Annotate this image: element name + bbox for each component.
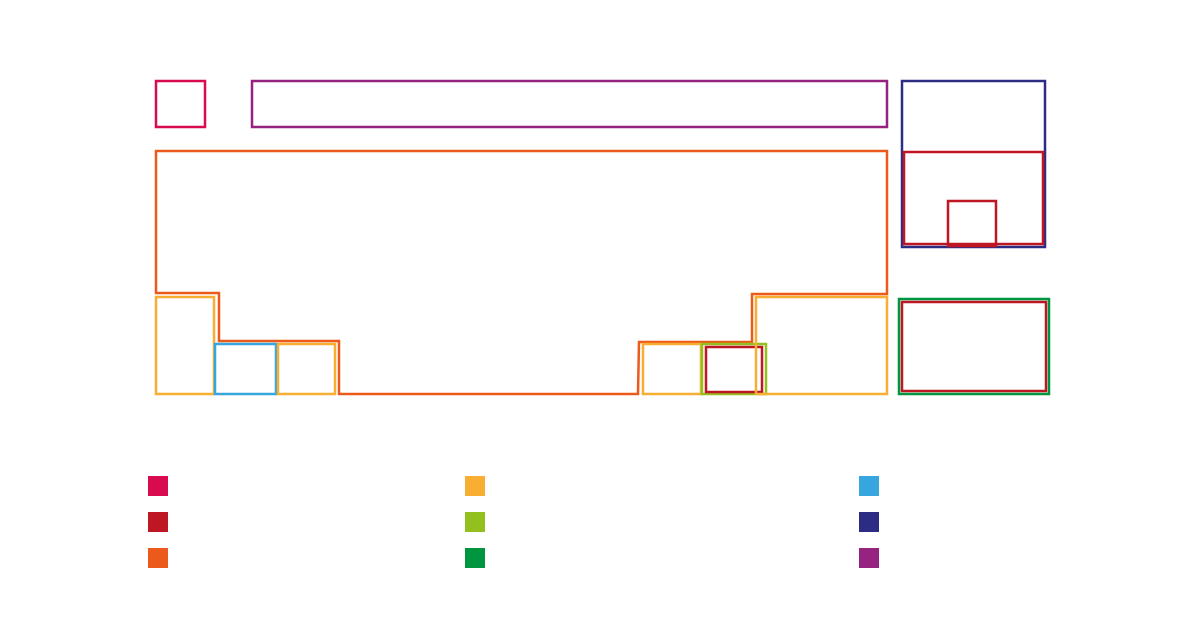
bottom-right-cell-amber — [641, 342, 703, 396]
right-bottom-outer-box — [897, 297, 1051, 396]
bottom-right-cell-lime — [700, 342, 768, 396]
bottom-right-cell-inner — [704, 345, 764, 394]
main-outline-region — [154, 149, 889, 396]
wide-header-box — [250, 79, 889, 129]
legend-swatch-crimson — [148, 476, 168, 496]
small-square-box — [154, 79, 207, 129]
right-bottom-inner-box — [900, 300, 1048, 393]
bottom-left-cell-sky — [213, 342, 278, 396]
left-column-box — [154, 295, 216, 396]
right-inner-tab-box — [946, 199, 998, 248]
right-inner-box — [902, 150, 1045, 246]
right-top-box — [900, 79, 1047, 249]
right-column-box — [754, 295, 889, 396]
legend-swatch-navy — [859, 512, 879, 532]
legend-swatch-green — [465, 548, 485, 568]
legend-swatch-orange — [148, 548, 168, 568]
legend-swatch-lime — [465, 512, 485, 532]
legend-swatch-purple — [859, 548, 879, 568]
legend-swatch-sky — [859, 476, 879, 496]
legend-swatch-amber — [465, 476, 485, 496]
legend-swatch-dark-red — [148, 512, 168, 532]
bottom-left-cell-amber — [276, 342, 337, 396]
